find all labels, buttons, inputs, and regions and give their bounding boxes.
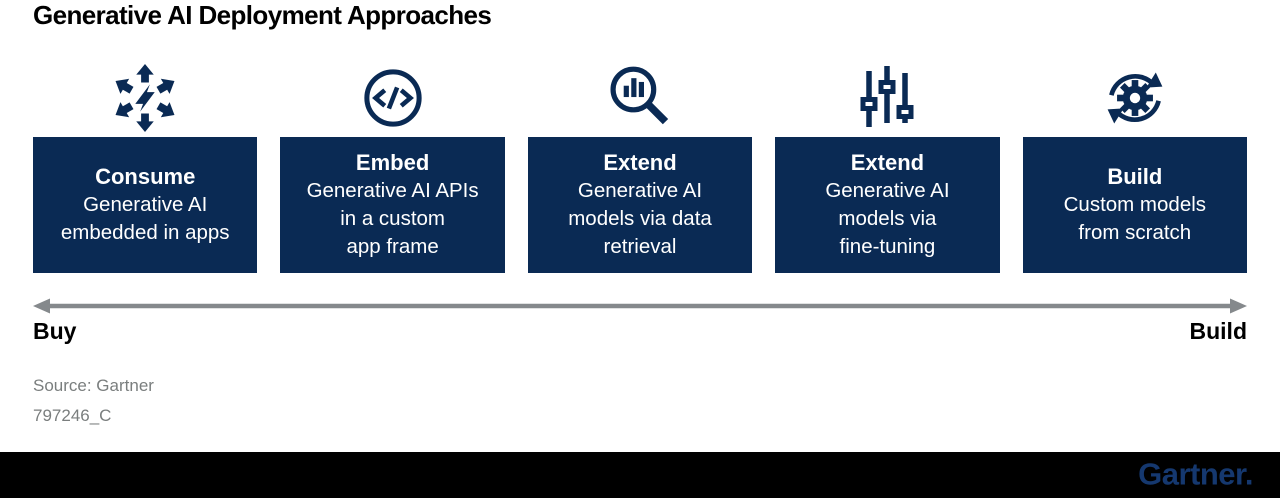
approach-column-extend-retrieval: Extend Generative AI models via data ret… (527, 58, 753, 273)
approach-description: Generative AI models via fine-tuning (825, 179, 950, 258)
approach-column-embed: Embed Generative AI APIs in a custom app… (280, 58, 505, 273)
build-label: Build (1189, 318, 1248, 344)
approach-column-consume: Consume Generative AI embedded in apps (33, 58, 258, 273)
approach-columns: Consume Generative AI embedded in apps E… (33, 58, 1248, 273)
approach-box-extend-retrieval: Extend Generative AI models via data ret… (527, 137, 753, 273)
approach-column-build: Build Custom models from scratch (1022, 58, 1248, 273)
approach-heading: Extend (850, 150, 925, 175)
sliders-icon (775, 58, 999, 137)
approach-description: Generative AI embedded in apps (60, 193, 230, 244)
approach-heading: Build (1107, 164, 1163, 189)
spread-arrows-lightning-icon (33, 58, 257, 137)
approach-heading: Embed (355, 150, 430, 175)
approach-box-extend-finetune: Extend Generative AI models via fine-tun… (775, 137, 1000, 273)
source-attribution: Source: Gartner (33, 376, 154, 395)
spectrum-labels: Buy Build (33, 318, 1247, 345)
approach-column-extend-finetune: Extend Generative AI models via fine-tun… (775, 58, 1000, 273)
approach-box-build: Build Custom models from scratch (1022, 137, 1248, 273)
page-title: Generative AI Deployment Approaches (33, 0, 492, 30)
magnifier-bar-chart-icon (528, 58, 752, 137)
gear-cycle-icon (1023, 58, 1247, 137)
approach-description: Custom models from scratch (1063, 193, 1207, 244)
approach-box-embed: Embed Generative AI APIs in a custom app… (280, 137, 505, 273)
approach-box-consume: Consume Generative AI embedded in apps (33, 137, 258, 273)
approach-description: Generative AI models via data retrieval (568, 179, 712, 258)
buy-build-spectrum-arrow (33, 298, 1247, 314)
buy-label: Buy (33, 318, 77, 344)
approach-description: Generative AI APIs in a custom app frame (306, 179, 479, 258)
source-note: Source: Gartner 797246_C (33, 371, 154, 431)
approach-heading: Extend (603, 150, 677, 175)
code-circle-icon (280, 58, 504, 137)
approach-heading: Consume (95, 164, 196, 189)
footer-bar: Gartner. (0, 452, 1280, 498)
gartner-logo: Gartner. (1138, 456, 1253, 492)
document-id: 797246_C (33, 406, 112, 425)
